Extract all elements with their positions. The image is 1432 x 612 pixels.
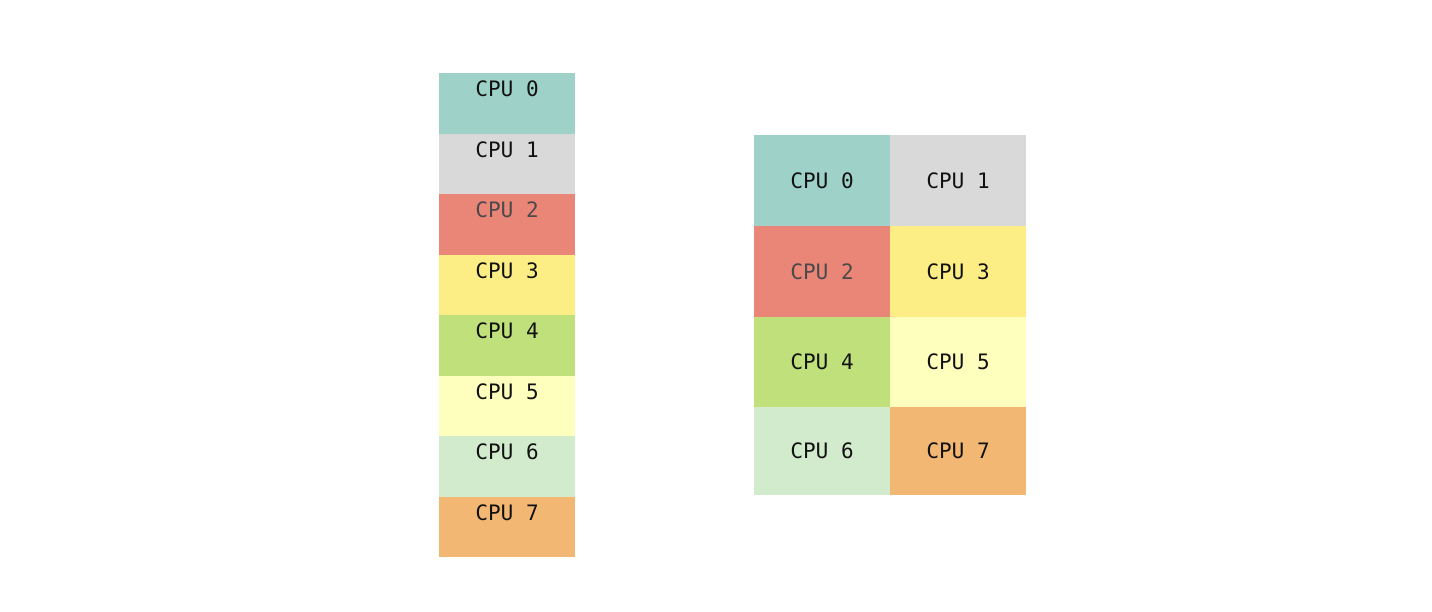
grid-cell-cpu-3: CPU 3 [890,226,1026,317]
column-cell-cpu-2: CPU 2 [439,194,575,255]
column-cell-cpu-3: CPU 3 [439,254,575,315]
grid-cell-cpu-0: CPU 0 [754,135,890,226]
column-cell-cpu-7: CPU 7 [439,496,575,557]
grid-cell-cpu-6: CPU 6 [754,407,890,495]
single-column-cpu-layout: CPU 0 CPU 1 CPU 2 CPU 3 CPU 4 CPU 5 CPU … [439,73,575,557]
column-cell-cpu-4: CPU 4 [439,315,575,376]
grid-cell-cpu-2: CPU 2 [754,226,890,317]
two-column-cpu-grid: CPU 0 CPU 1 CPU 2 CPU 3 CPU 4 CPU 5 CPU … [754,135,1026,495]
column-cell-cpu-0: CPU 0 [439,73,575,134]
column-cell-cpu-5: CPU 5 [439,375,575,436]
column-cell-cpu-6: CPU 6 [439,436,575,497]
grid-cell-cpu-4: CPU 4 [754,317,890,407]
grid-cell-cpu-1: CPU 1 [890,135,1026,226]
grid-cell-cpu-7: CPU 7 [890,407,1026,495]
column-cell-cpu-1: CPU 1 [439,133,575,194]
grid-cell-cpu-5: CPU 5 [890,317,1026,407]
